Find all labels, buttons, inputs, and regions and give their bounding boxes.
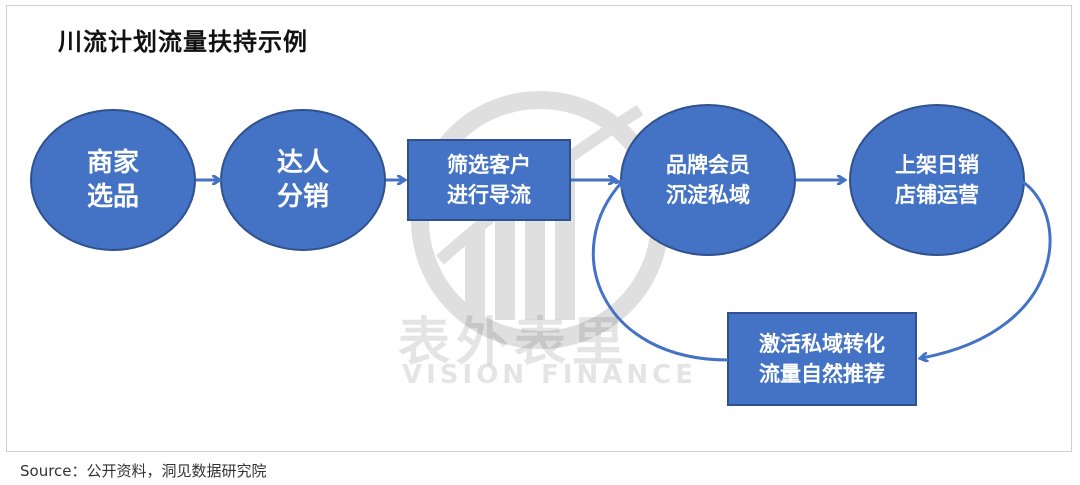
watermark-en: VISION FINANCE [402,360,698,390]
node-filter-customers [407,139,571,221]
node-activate-private [727,312,917,406]
node-merchant-select [30,109,196,251]
node-label-merchant: 商家选品 [86,148,139,212]
source-note: Source：公开资料，洞见数据研究院 [20,462,267,480]
node-label-brand: 品牌会员沉淀私域 [666,153,750,207]
node-label-daily: 上架日销店铺运营 [895,153,979,207]
node-label-influencer: 达人分销 [276,148,329,212]
watermark-cn: 表外表里 [398,313,631,373]
arrow-5-6 [922,178,1052,358]
node-label-activate: 激活私域转化流量自然推荐 [759,332,885,386]
chart-title: 川流计划流量扶持示例 [58,28,308,56]
node-daily-sales [849,104,1025,256]
arrow-6-4 [591,182,729,362]
node-label-filter: 筛选客户进行导流 [447,153,531,207]
